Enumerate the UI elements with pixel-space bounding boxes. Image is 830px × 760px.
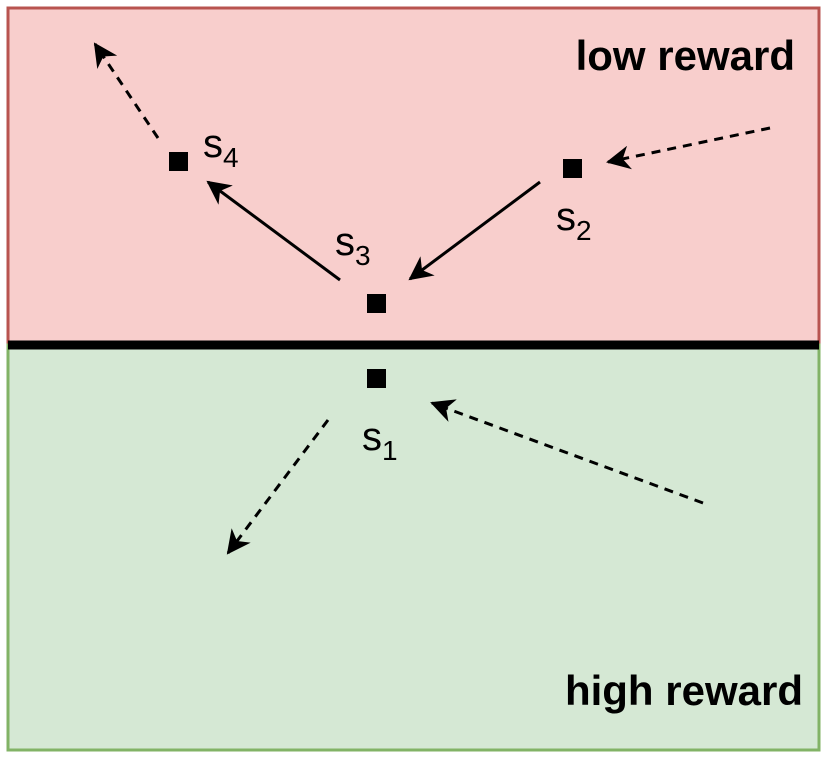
state-s3-label: s3 bbox=[335, 220, 371, 271]
low-reward-region bbox=[6, 6, 821, 347]
transition-in-to-s2-arrow bbox=[606, 126, 771, 170]
state-s1-marker bbox=[367, 369, 386, 388]
high-reward-label: high reward bbox=[565, 667, 803, 714]
transition-s1-out-arrow bbox=[226, 419, 330, 555]
transition-s4-out-arrow bbox=[93, 42, 160, 139]
transition-s3-to-s4-arrow bbox=[206, 180, 341, 282]
transition-in-to-s1-arrow bbox=[430, 399, 704, 505]
state-s4-marker bbox=[169, 152, 188, 171]
low-reward-label: low reward bbox=[576, 32, 795, 79]
state-s2-marker bbox=[563, 159, 582, 178]
state-s3-marker bbox=[367, 294, 386, 313]
state-s1-label: s1 bbox=[362, 415, 398, 466]
state-s4-label: s4 bbox=[203, 122, 239, 173]
transition-s2-to-s3-arrow bbox=[408, 180, 541, 281]
state-s2-label: s2 bbox=[556, 195, 592, 246]
high-reward-region bbox=[6, 343, 821, 752]
